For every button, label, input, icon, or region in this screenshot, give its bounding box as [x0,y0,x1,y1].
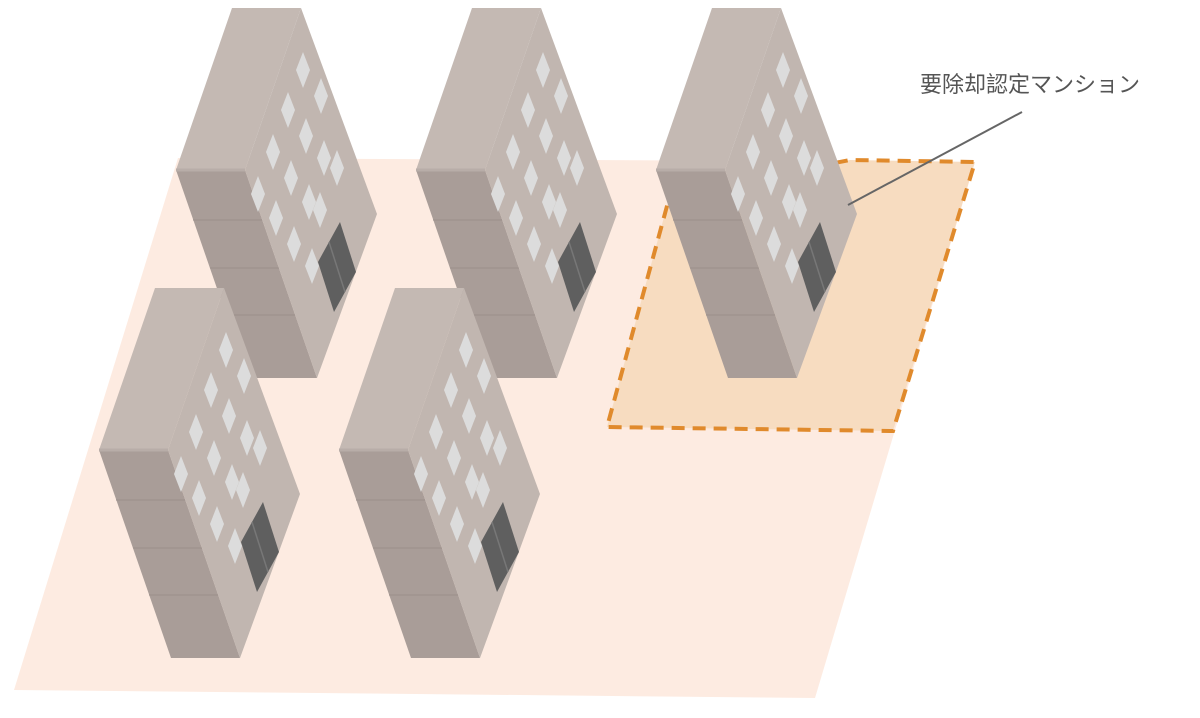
callout-leader-line [847,111,1023,206]
callout-label: 要除却認定マンション [920,73,1140,98]
